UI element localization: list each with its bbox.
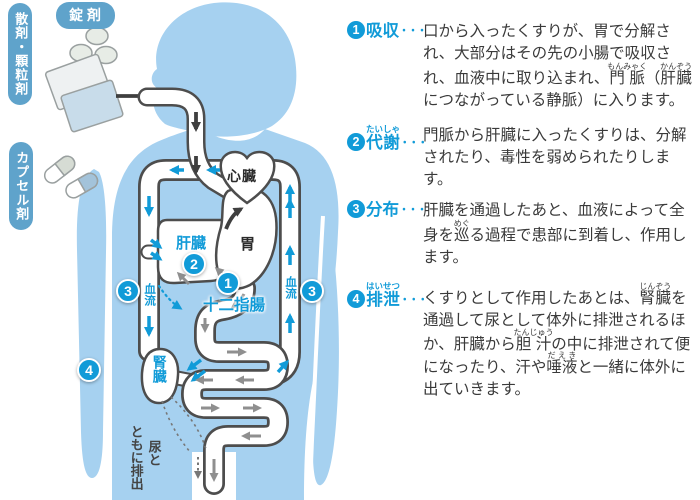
leader-dots: ・・・ bbox=[399, 26, 427, 37]
marker-distribution-right: 3 bbox=[300, 279, 324, 303]
powder-granule-label: 散剤・顆粒剤 bbox=[8, 3, 33, 105]
step-number-badge: 3 bbox=[347, 199, 365, 218]
marker-excretion: 4 bbox=[77, 358, 101, 382]
marker-metabolism: 2 bbox=[182, 252, 206, 276]
capsules-illustration bbox=[43, 155, 99, 199]
step-number-badge: 2 bbox=[347, 132, 365, 151]
distribution-body-text: 肝臓を通過したあと、血液によって全身を巡めぐる過程で患部に到着し、作用します。 bbox=[423, 201, 687, 266]
entry-title: 代謝たいしゃ bbox=[366, 123, 401, 152]
marker-distribution-left: 3 bbox=[116, 279, 140, 303]
ingestion-arrows bbox=[191, 112, 244, 230]
entry-title: 排泄はいせつ bbox=[366, 280, 401, 309]
step-number-badge: 4 bbox=[347, 289, 365, 308]
blood-flow-label-left: 血流 bbox=[143, 283, 156, 306]
entry-title: 分布 bbox=[366, 200, 399, 219]
marker-absorption: 1 bbox=[216, 271, 240, 295]
right-arm-shape bbox=[312, 218, 339, 486]
leader-dots: ・・・ bbox=[399, 294, 428, 306]
urine-dashed-path bbox=[161, 396, 207, 479]
leader-dots: ・・・ bbox=[399, 137, 428, 149]
right-arm-gap bbox=[307, 215, 325, 500]
body-diagram: 散剤・顆粒剤 錠剤 カプセル剤 心臓 肝臓 胃 十二指腸 腎臓 血流 血流 尿と… bbox=[0, 0, 345, 500]
urine-note-col1: 尿と bbox=[146, 440, 162, 466]
metabolism-body-text: 門脈から肝臓に入ったくすりは、分解されたり、毒性を弱められたりします。 bbox=[423, 126, 687, 188]
medicine-illustrations bbox=[43, 26, 153, 199]
duodenum-label: 十二指腸 bbox=[203, 297, 266, 314]
leader-dots: ・・・ bbox=[399, 204, 427, 216]
head-shape bbox=[151, 2, 297, 137]
diagram-canvas bbox=[43, 2, 339, 500]
excretion-body-text: くすりとして作用したあとは、腎臓じんぞうを通過して尿として体外に排泄されるほか、… bbox=[423, 281, 691, 399]
blood-flow-arrows bbox=[144, 165, 295, 382]
powder-packet-illustration bbox=[44, 53, 124, 133]
entry-title: 吸収 bbox=[366, 22, 399, 40]
step-number-badge: 1 bbox=[347, 21, 365, 39]
left-arm-shape bbox=[76, 169, 107, 478]
capsule-label: カプセル剤 bbox=[9, 142, 34, 230]
liver-label: 肝臓 bbox=[176, 235, 207, 252]
heart-label: 心臓 bbox=[227, 168, 257, 184]
heart-organ bbox=[219, 150, 276, 205]
urine-note-col2: ともに排出 bbox=[128, 425, 144, 490]
stomach-label: 胃 bbox=[240, 236, 256, 253]
absorption-body-text: 口から入ったくすりが、胃で分解され、大部分はその先の小腸で吸収され、血液中に取り… bbox=[423, 23, 693, 109]
kidney-label: 腎臓 bbox=[151, 355, 168, 383]
blood-flow-label-right: 血流 bbox=[284, 276, 297, 299]
tablet-label: 錠剤 bbox=[56, 2, 115, 29]
